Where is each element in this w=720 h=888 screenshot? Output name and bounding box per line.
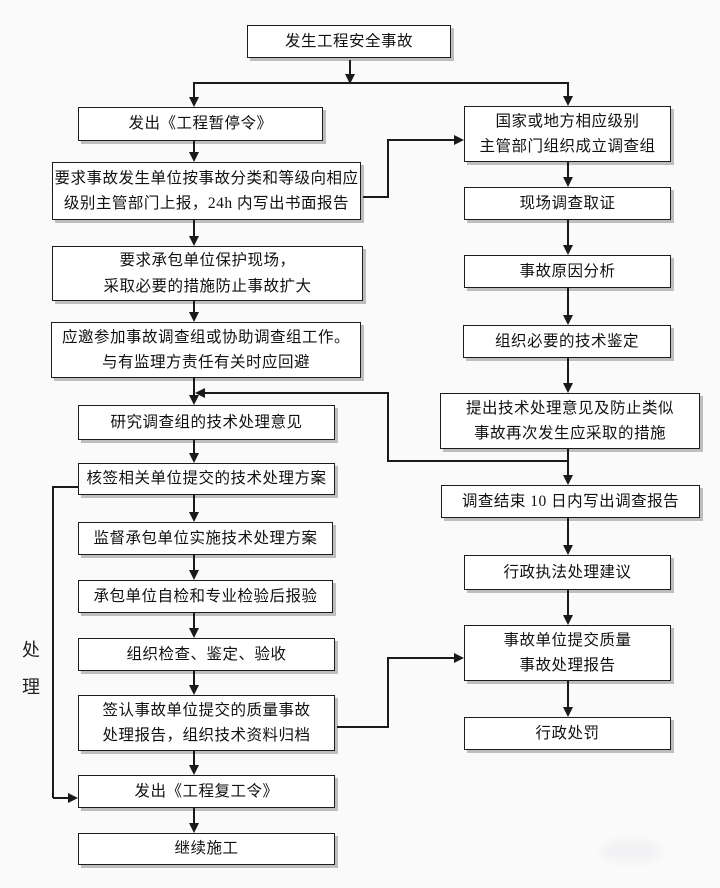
watermark-smudge [602,840,660,862]
flow-arrow-down [563,315,573,325]
flow-line [205,392,389,394]
flow-box-contractor-self-inspection: 承包单位自检和专业检验后报验 [78,580,333,613]
flow-line [567,288,569,317]
flow-line [193,495,195,514]
flow-box-report-to-authority: 要求事故发生单位按事故分类和等级向相应 级别主管部门上报，24h 内写出书面报告 [52,162,361,220]
flow-arrow-down [189,236,199,246]
flow-line [193,808,195,825]
flow-box-enforcement-suggestion: 行政执法处理建议 [464,555,671,590]
flow-arrow-down [189,453,199,463]
flow-arrow-right [454,135,464,145]
flow-box-propose-measures: 提出技术处理意见及防止类似 事故再次发生应采取的措施 [440,393,700,449]
flow-line [193,301,195,314]
flow-line [193,378,195,397]
flow-line [337,726,389,728]
flow-line [567,681,569,709]
flow-line [387,657,454,659]
flow-box-organize-acceptance: 组织检查、鉴定、验收 [78,638,335,671]
flow-arrow-down [189,628,199,638]
flow-arrow-left [195,388,205,398]
flow-box-countersign-plan: 核签相关单位提交的技术处理方案 [78,463,335,495]
flow-line [52,486,54,798]
flow-box-study-technical-opinion: 研究调查组的技术处理意见 [78,405,335,440]
flow-line [567,162,569,179]
flow-line [193,751,195,767]
flow-box-administrative-penalty: 行政处罚 [464,717,671,750]
flow-arrow-down [189,512,199,522]
flow-line [193,555,195,572]
flow-box-countersign-accident-report: 签认事故单位提交的质量事故 处理报告，组织技术资料归档 [78,695,335,751]
flow-arrow-down [563,615,573,625]
flow-arrow-down [563,245,573,255]
flow-line [363,196,389,198]
flow-arrow-down [563,545,573,555]
flow-line [193,671,195,687]
flow-box-investigation-report: 调查结束 10 日内写出调查报告 [441,485,700,518]
flow-line [567,590,569,617]
flow-line [387,460,569,462]
flow-line [193,82,195,99]
flow-arrow-down [563,96,573,106]
flow-box-form-investigation-team: 国家或地方相应级别 主管部门组织成立调查组 [464,106,671,162]
flow-box-supervise-implementation: 监督承包单位实施技术处理方案 [78,522,333,555]
flow-arrow-down [563,707,573,717]
flow-box-start: 发生工程安全事故 [247,25,451,58]
flow-box-continue-construction: 继续施工 [78,833,335,865]
flow-line [567,518,569,547]
flow-arrow-down [563,475,573,485]
flow-line [193,613,195,630]
flow-arrow-down [563,177,573,187]
flow-line [387,392,389,462]
flow-arrow-down [345,74,355,84]
flow-arrow-down [563,383,573,393]
flow-line [567,220,569,247]
flow-arrow-right [68,793,78,803]
flow-box-protect-site: 要求承包单位保护现场， 采取必要的措施防止事故扩大 [52,246,363,301]
flow-box-issue-resume-order: 发出《工程复工令》 [78,775,335,808]
flow-line [567,449,569,477]
flow-line [387,657,389,728]
flow-arrow-down [189,765,199,775]
flow-line [53,797,68,799]
flow-arrow-down [189,395,199,405]
flow-box-submit-quality-report: 事故单位提交质量 事故处理报告 [464,625,671,681]
flow-line [387,139,389,198]
flow-arrow-down [189,823,199,833]
flow-box-issue-suspend-order: 发出《工程暂停令》 [78,107,323,141]
flow-arrow-down [189,570,199,580]
flow-line [193,82,569,84]
phase-label-handling: 处 理 [22,640,40,697]
flow-box-cause-analysis: 事故原因分析 [464,255,671,288]
flow-box-site-investigation: 现场调查取证 [464,187,671,220]
flow-line [567,358,569,385]
flow-line [387,139,454,141]
flow-arrow-down [189,312,199,322]
flow-box-join-investigation: 应邀参加事故调查组或协助调查组工作。 与有监理方责任有关时应回避 [51,322,361,378]
flow-line [349,60,351,76]
flow-box-technical-appraisal: 组织必要的技术鉴定 [463,325,671,358]
flow-line [193,220,195,238]
flow-arrow-down [189,152,199,162]
flow-line [193,440,195,455]
flow-line [193,141,195,154]
flow-arrow-right [454,653,464,663]
flow-line [567,82,569,98]
flow-arrow-down [189,97,199,107]
flow-arrow-down [189,685,199,695]
flow-line [53,486,78,488]
